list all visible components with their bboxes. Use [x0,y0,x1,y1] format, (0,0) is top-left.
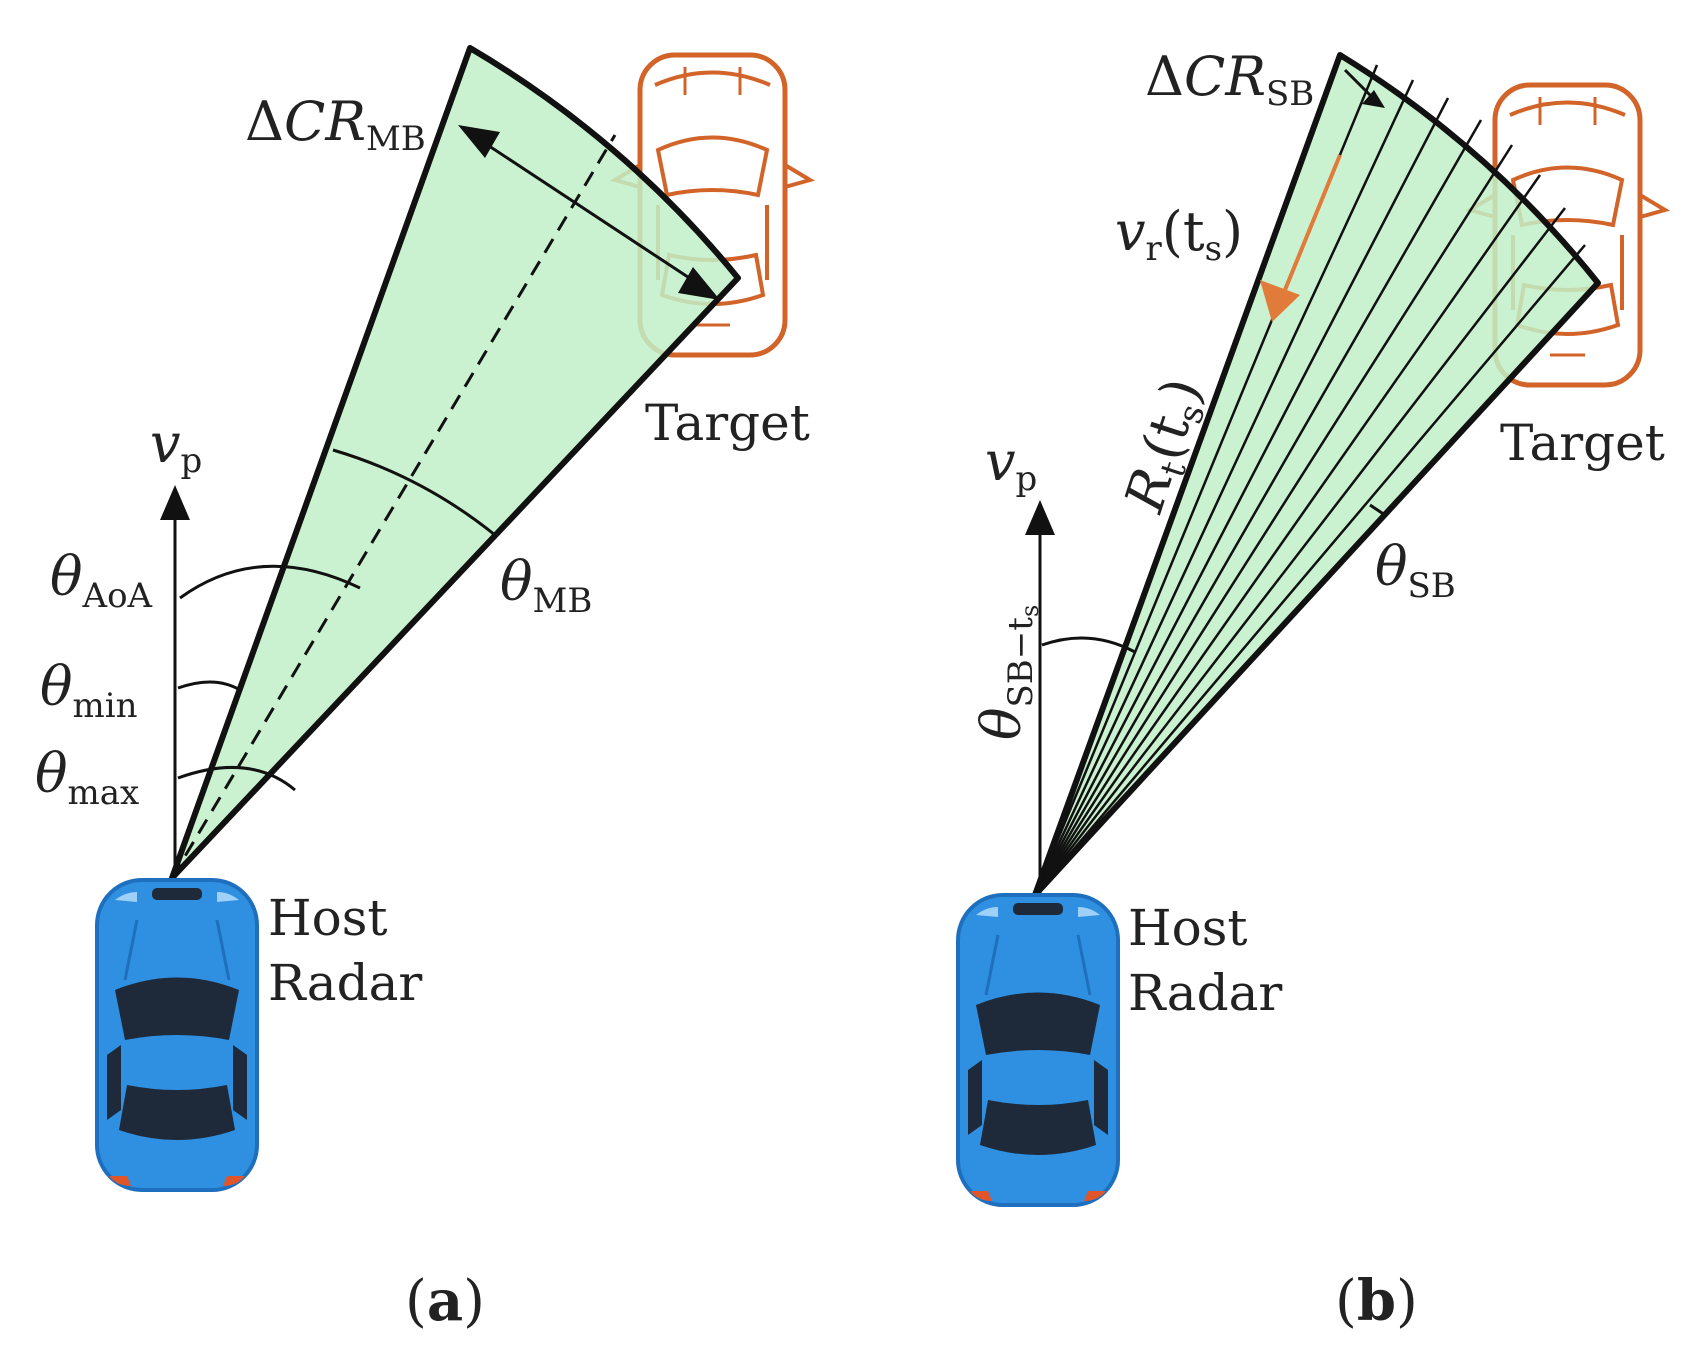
theta-sb-label: θSB [1375,535,1456,606]
dcr-mb-label: ΔCRMB [245,90,426,159]
dcr-mb-head2 [678,267,720,300]
host-radar-label-b-line1: Host [1128,899,1247,957]
panel-b: ΔCRSB vr(ts) Rt(ts) Target vp θSB θSB−ts… [956,45,1665,1334]
arc-theta-sb [1369,503,1386,517]
beam-a [169,45,741,881]
host-radar-label-b-line2: Radar [1128,964,1282,1022]
host-radar-label-a-line2: Radar [268,954,422,1012]
sub-beam-lines [1033,64,1586,896]
theta-aoa-label: θAoA [50,545,153,616]
panel-a: ΔCRMB Target vp θAoA θmin θmax θMB Host … [35,45,810,1334]
vr-label: vr(ts) [1115,200,1243,269]
vr-arrowhead [1260,280,1300,322]
host-car-icon [956,893,1120,1207]
theta-mb-label: θMB [500,550,592,621]
vp-arrowhead-a [160,485,190,520]
caption-b: (b) [1335,1268,1418,1334]
theta-min-label: θmin [40,655,138,726]
dcr-mb-arrow [479,138,701,287]
vp-label-b: vp [985,430,1037,499]
beam-b [1032,52,1601,898]
caption-a: (a) [405,1268,485,1334]
target-label-b: Target [1500,414,1665,472]
vp-arrowhead-b [1025,500,1055,535]
vp-label-a: vp [150,412,202,481]
arc-theta-max [177,765,296,792]
arc-theta-sbts [1041,636,1136,654]
dcr-sb-label: ΔCRSB [1145,45,1314,114]
host-radar-label-a-line1: Host [268,889,387,947]
dcr-sb-head [1362,90,1385,108]
arc-theta-aoa [179,564,361,600]
theta-sbts-label: θSB−ts [970,605,1044,740]
theta-max-label: θmax [35,742,139,813]
arc-theta-min [177,680,241,692]
beam-a-center-dashed [170,134,617,879]
vr-arrow [1283,154,1342,291]
target-label-a: Target [645,394,810,452]
arc-theta-mb [332,448,496,537]
host-car-icon [95,878,259,1192]
dcr-mb-head1 [458,125,500,158]
